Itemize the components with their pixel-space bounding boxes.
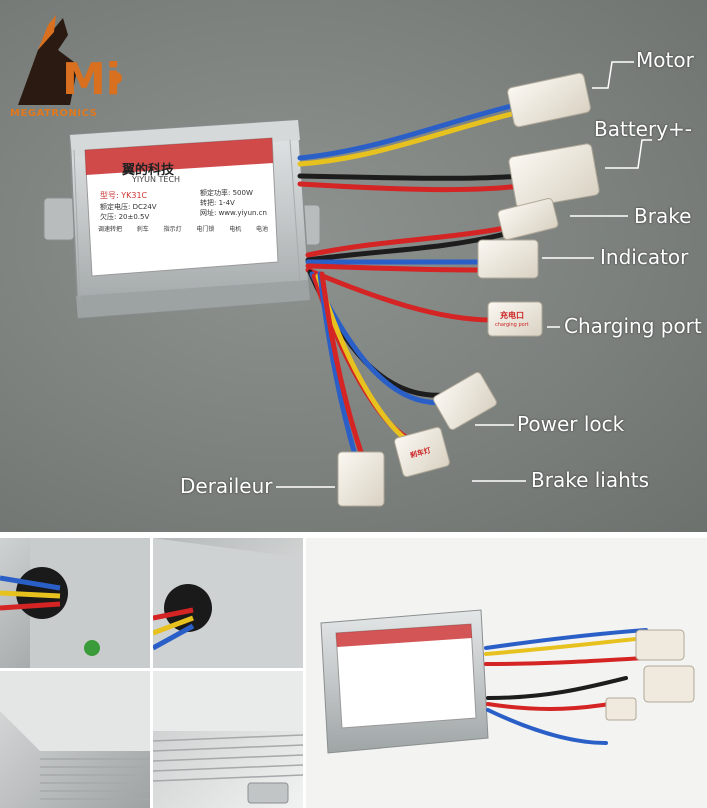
- logo-brand-name: MEGATRONICS: [10, 108, 98, 119]
- wire-harness: [297, 101, 523, 458]
- callout-leaders: [276, 61, 652, 488]
- callout-motor: Motor: [636, 48, 694, 72]
- logo-letters: Mi: [62, 54, 121, 105]
- callout-charging-port: Charging port: [564, 314, 702, 338]
- label-model: 型号: YK31C: [100, 191, 148, 200]
- label-website: 网址: www.yiyun.cn: [200, 209, 267, 217]
- detail-photo-grommet-top: [153, 538, 303, 668]
- label-undervoltage: 欠压: 20±0.5V: [100, 213, 150, 221]
- detail-photo-full-product: [306, 538, 707, 808]
- main-product-photo: 翼的科技 YIYUN TECH 型号: YK31C 额定功率: 500W 额定电…: [0, 0, 707, 532]
- pin-header-motor: 电机: [229, 226, 242, 233]
- callout-brake-lights: Brake liahts: [531, 468, 650, 492]
- callout-power-lock: Power lock: [517, 412, 625, 436]
- pin-header-throttle: 调速转把: [98, 226, 123, 233]
- cooling-fins: [73, 139, 301, 301]
- battery-connector: [508, 143, 600, 209]
- derailleur-connector: [337, 451, 385, 507]
- detail-photo-grommet-side: [0, 538, 150, 668]
- power-lock-connector: [433, 372, 497, 430]
- mount-tab-left: [43, 197, 75, 241]
- callout-brake: Brake: [634, 204, 692, 228]
- label-power: 额定功率: 500W: [200, 189, 253, 197]
- callout-indicator: Indicator: [600, 245, 689, 269]
- callout-derailleur: Deraileur: [180, 474, 273, 498]
- pin-header-battery: 电池: [255, 226, 268, 233]
- indicator-connector: [477, 239, 539, 279]
- label-plate: [84, 137, 279, 277]
- pin-header-indicator: 指示灯: [163, 226, 182, 233]
- callout-battery: Battery+-: [594, 117, 692, 141]
- detail-photo-fins-corner: [0, 671, 150, 808]
- pin-header-lock: 电门锁: [196, 226, 215, 233]
- label-throttle: 转把: 1-4V: [200, 199, 235, 207]
- label-brand-en: YIYUN TECH: [132, 175, 181, 184]
- label-brand-cn: 翼的科技: [122, 163, 175, 178]
- controller-illustration: [43, 61, 652, 507]
- charging-port-tag-en: charging port: [495, 322, 529, 328]
- charging-port-connector: [487, 301, 543, 337]
- brake-connector: [497, 198, 559, 240]
- motor-connector: [507, 72, 591, 128]
- label-pin-headers: 调速转把 刹车 指示灯 电门锁 电机 电池: [98, 224, 268, 233]
- pin-header-brake: 刹车: [136, 226, 149, 233]
- megatronics-logo: [18, 15, 122, 105]
- brake-lights-connector: [394, 426, 450, 478]
- detail-photo-fins-mount: [153, 671, 303, 808]
- charging-port-tag-cn: 充电口: [500, 311, 524, 320]
- label-voltage: 额定电压: DC24V: [100, 203, 157, 211]
